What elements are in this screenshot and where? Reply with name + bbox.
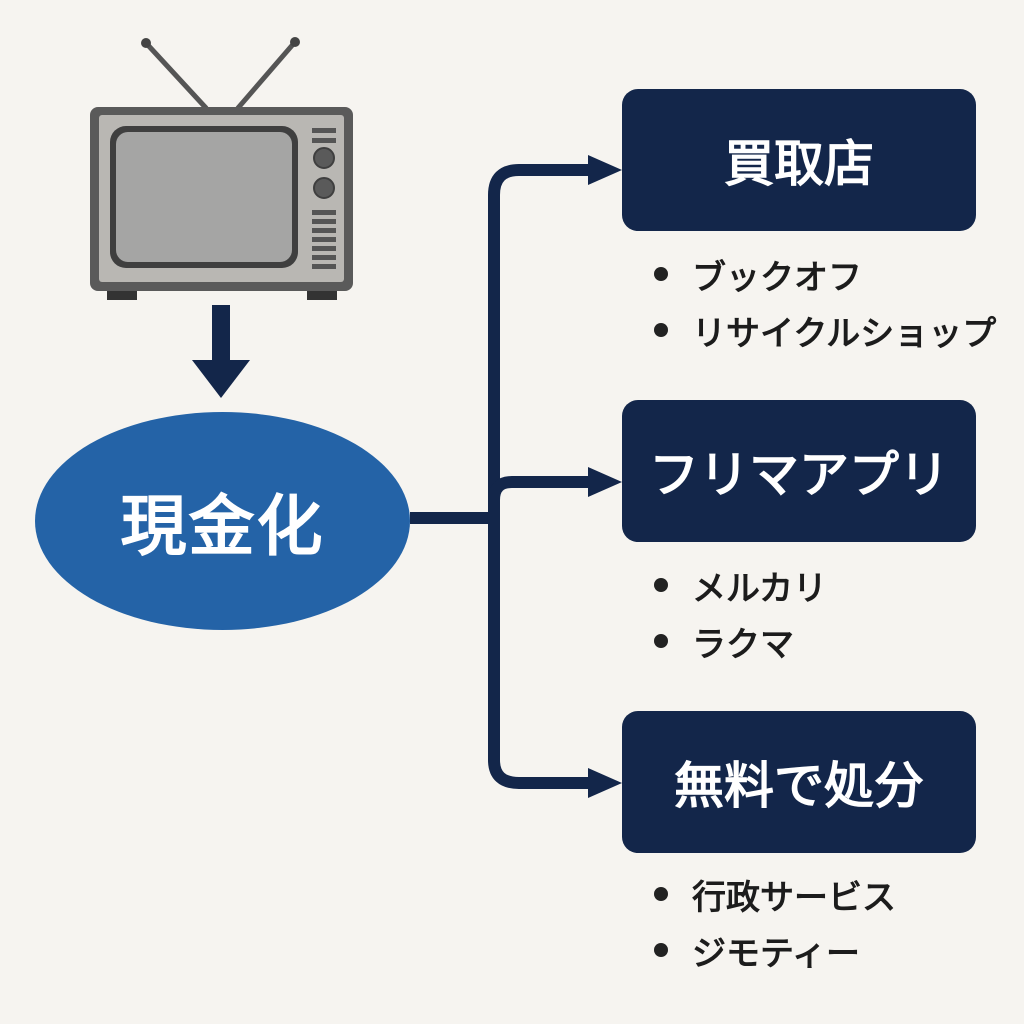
arrowhead-2 <box>588 467 622 497</box>
bullet-icon <box>654 943 668 957</box>
list-item: メルカリ <box>650 557 827 613</box>
center-node-label: 現金化 <box>120 488 325 565</box>
connector-to-branch-1 <box>488 164 592 518</box>
bullet-icon <box>654 267 668 281</box>
bullet-icon <box>654 634 668 648</box>
list-item: 行政サービス <box>650 866 896 922</box>
down-arrow <box>192 305 250 398</box>
bullet-icon <box>654 578 668 592</box>
branch-label: 買取店 <box>724 135 874 193</box>
branch-box-flea-market-app: フリマアプリ <box>622 400 976 542</box>
list-item-text: 行政サービス <box>692 877 896 918</box>
connector-to-branch-3 <box>488 518 592 789</box>
branch-connectors <box>410 164 592 789</box>
branch-label: 無料で処分 <box>674 757 924 815</box>
branch-box-buyback-store: 買取店 <box>622 89 976 231</box>
connector-to-branch-2 <box>488 476 592 518</box>
list-item: ラクマ <box>650 613 827 669</box>
arrowhead-1 <box>588 155 622 185</box>
branch-box-free-disposal: 無料で処分 <box>622 711 976 853</box>
list-item: リサイクルショップ <box>650 302 996 358</box>
branch-label: フリマアプリ <box>649 446 949 504</box>
list-item: ジモティー <box>650 922 896 978</box>
center-node-cash-out: 現金化 <box>35 412 410 630</box>
list-item: ブックオフ <box>650 246 996 302</box>
bullet-icon <box>654 323 668 337</box>
list-item-text: ブックオフ <box>692 257 862 298</box>
list-item-text: リサイクルショップ <box>692 313 997 354</box>
list-item-text: ラクマ <box>692 624 794 665</box>
arrowhead-3 <box>588 768 622 798</box>
bullet-icon <box>654 887 668 901</box>
list-item-text: メルカリ <box>692 568 827 609</box>
branch-items-free-disposal: 行政サービス ジモティー <box>650 866 896 978</box>
branch-items-flea-market-app: メルカリ ラクマ <box>650 557 827 669</box>
list-item-text: ジモティー <box>692 933 860 974</box>
retro-tv-icon <box>90 37 353 300</box>
branch-items-buyback-store: ブックオフ リサイクルショップ <box>650 246 996 358</box>
